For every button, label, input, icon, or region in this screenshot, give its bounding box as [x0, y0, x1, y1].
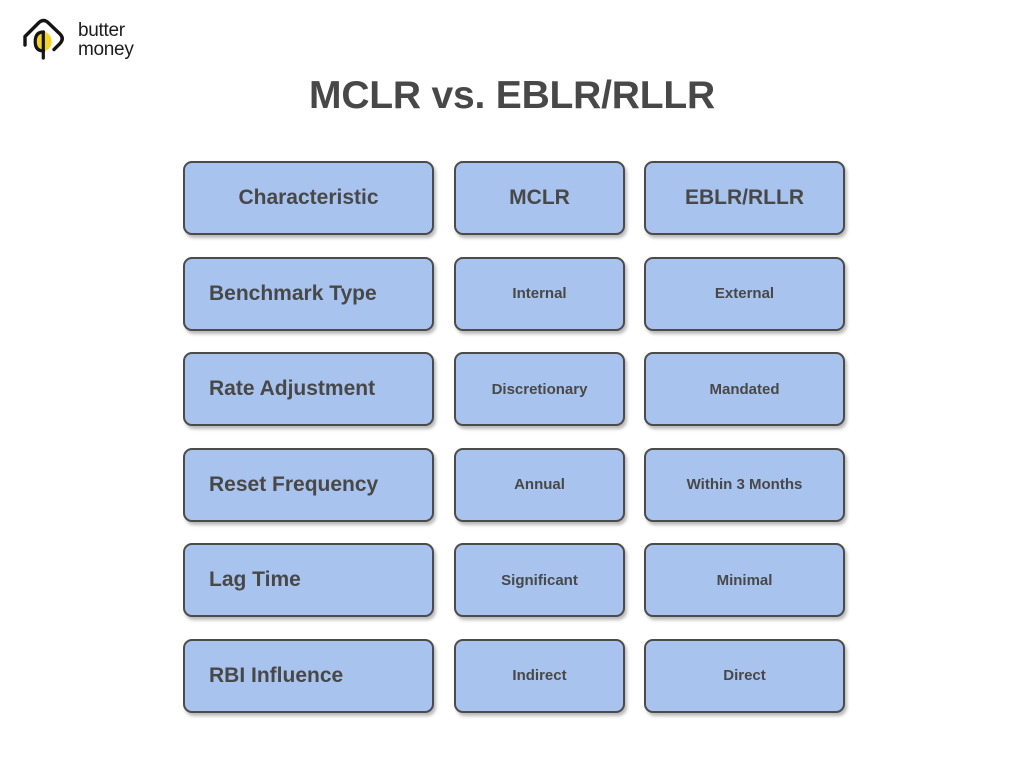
comparison-table: Characteristic MCLR EBLR/RLLR Benchmark … [183, 161, 845, 734]
brand-name-line-1: butter [78, 19, 125, 41]
cell-eblr-rllr: Within 3 Months [644, 447, 845, 522]
cell-eblr-rllr: External [644, 256, 845, 331]
column-header-mclr: MCLR [454, 161, 625, 235]
cell-mclr: Significant [454, 543, 625, 617]
column-header-eblr-rllr: EBLR/RLLR [644, 161, 845, 235]
row-label: RBI Influence [183, 638, 434, 713]
cell-mclr: Annual [454, 447, 625, 522]
page-title: MCLR vs. EBLR/RLLR [309, 74, 715, 117]
row-label: Lag Time [183, 543, 434, 617]
cell-eblr-rllr: Mandated [644, 352, 845, 426]
cell-mclr: Internal [454, 256, 625, 331]
cell-mclr: Discretionary [454, 352, 625, 426]
brand-logo: butter money [18, 14, 134, 66]
cell-mclr: Indirect [454, 638, 625, 713]
table-row: Reset Frequency Annual Within 3 Months [183, 447, 845, 544]
row-label: Benchmark Type [183, 256, 434, 331]
column-header-characteristic: Characteristic [183, 161, 434, 235]
table-header-row: Characteristic MCLR EBLR/RLLR [183, 161, 845, 257]
cell-eblr-rllr: Minimal [644, 543, 845, 617]
brand-wordmark: butter money [78, 19, 134, 60]
brand-name-line-2: money [78, 39, 134, 60]
cell-eblr-rllr: Direct [644, 638, 845, 713]
row-label: Rate Adjustment [183, 352, 434, 426]
table-row: Lag Time Significant Minimal [183, 543, 845, 639]
row-label: Reset Frequency [183, 447, 434, 522]
house-outline-with-q-icon [18, 14, 70, 66]
table-row: Benchmark Type Internal External [183, 256, 845, 353]
table-row: Rate Adjustment Discretionary Mandated [183, 352, 845, 448]
table-row: RBI Influence Indirect Direct [183, 638, 845, 735]
